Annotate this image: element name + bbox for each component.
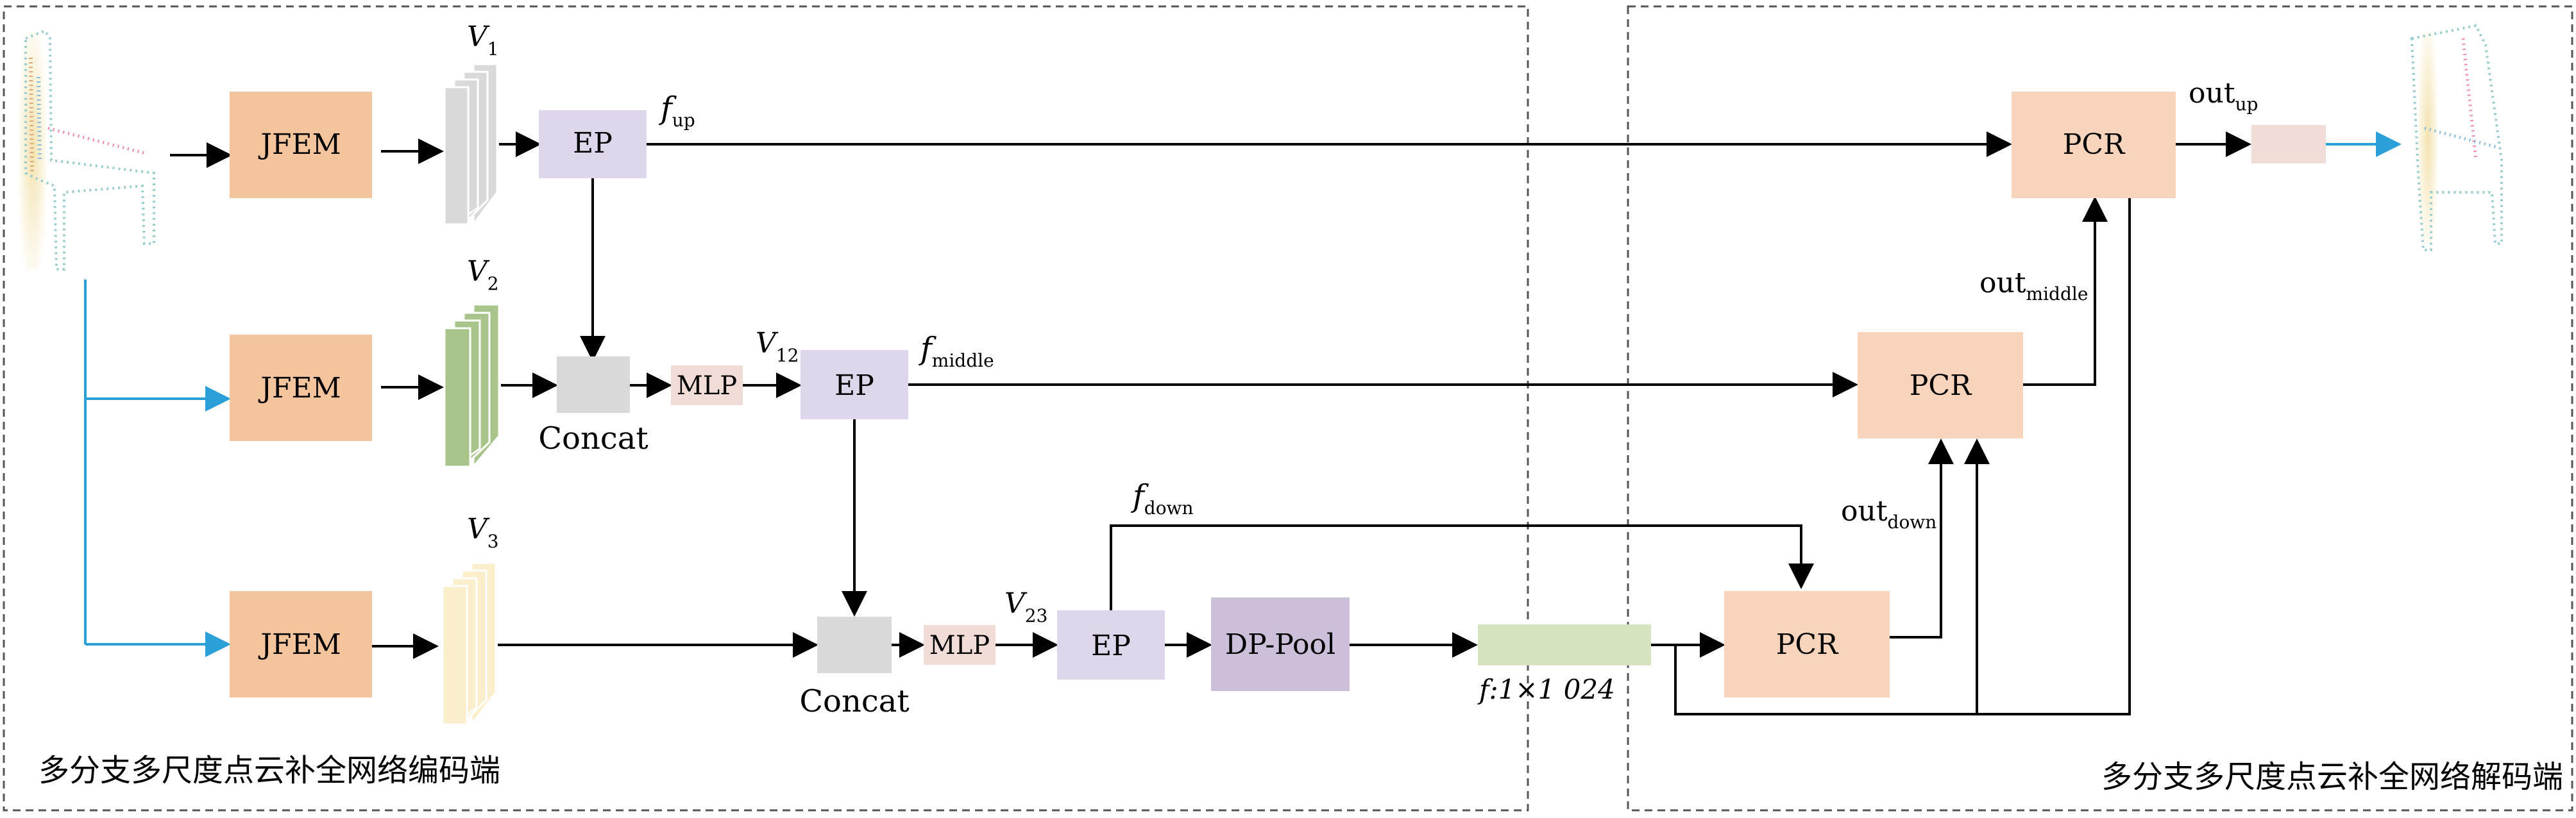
concat-box-1 <box>557 356 630 413</box>
dp-pool-label: DP-Pool <box>1225 628 1335 661</box>
ep-label-3: EP <box>1091 630 1131 662</box>
concat-box-2 <box>817 617 892 673</box>
jfem-label-3: JFEM <box>258 628 341 661</box>
ep-label-1: EP <box>573 127 613 160</box>
concat-label-2: Concat <box>799 683 909 719</box>
output-point-cloud-icon <box>2410 24 2503 251</box>
ep-box-2 <box>801 350 908 419</box>
encoder-region <box>3 5 1529 812</box>
jfem-box-3 <box>230 591 372 697</box>
output-block <box>2251 125 2326 163</box>
jfem-label-1: JFEM <box>258 128 341 161</box>
decoder-title: 多分支多尺度点云补全网络解码端 <box>2101 759 2563 795</box>
mlp-box-1 <box>671 365 743 405</box>
mlp-label-1: MLP <box>677 371 737 401</box>
v2-label: V2 <box>467 255 499 294</box>
f-up-label: fup <box>659 90 695 131</box>
pcr-box-middle <box>1858 332 2023 438</box>
global-feature-box <box>1478 624 1651 665</box>
pcr-box-down <box>1724 591 1890 697</box>
jfem-box-1 <box>230 92 372 198</box>
concat-label-1: Concat <box>538 421 648 456</box>
v2-feature-stack <box>443 303 500 470</box>
pcr-box-up <box>2012 92 2176 198</box>
ep-box-3 <box>1057 610 1165 680</box>
v1-feature-stack <box>443 63 498 228</box>
mlp-box-2 <box>924 625 996 665</box>
out-up-label: outup <box>2189 77 2258 115</box>
pcr-label-middle: PCR <box>1910 369 1972 402</box>
v3-feature-stack <box>441 562 497 728</box>
pcr-label-up: PCR <box>2063 128 2126 161</box>
v3-label: V3 <box>467 513 499 552</box>
decoder-region <box>1627 5 2573 812</box>
dp-pool-box <box>1211 597 1350 691</box>
v12-label: V12 <box>756 327 799 366</box>
out-down-label: outdown <box>1841 495 1936 533</box>
f-middle-label: fmiddle <box>919 331 994 371</box>
input-point-cloud-icon <box>19 29 155 271</box>
v1-label: V1 <box>467 21 499 60</box>
jfem-label-2: JFEM <box>258 372 341 405</box>
mlp-label-2: MLP <box>929 631 990 660</box>
ep-label-2: EP <box>835 369 874 402</box>
global-feature-label: f:1×1 024 <box>1477 674 1615 705</box>
jfem-box-2 <box>230 335 372 441</box>
v23-label: V23 <box>1004 587 1047 626</box>
ep-box-1 <box>539 110 647 178</box>
encoder-title: 多分支多尺度点云补全网络编码端 <box>38 753 500 789</box>
pcr-label-down: PCR <box>1776 628 1839 661</box>
out-middle-label: outmiddle <box>1979 267 2088 305</box>
f-down-label: fdown <box>1131 478 1194 519</box>
